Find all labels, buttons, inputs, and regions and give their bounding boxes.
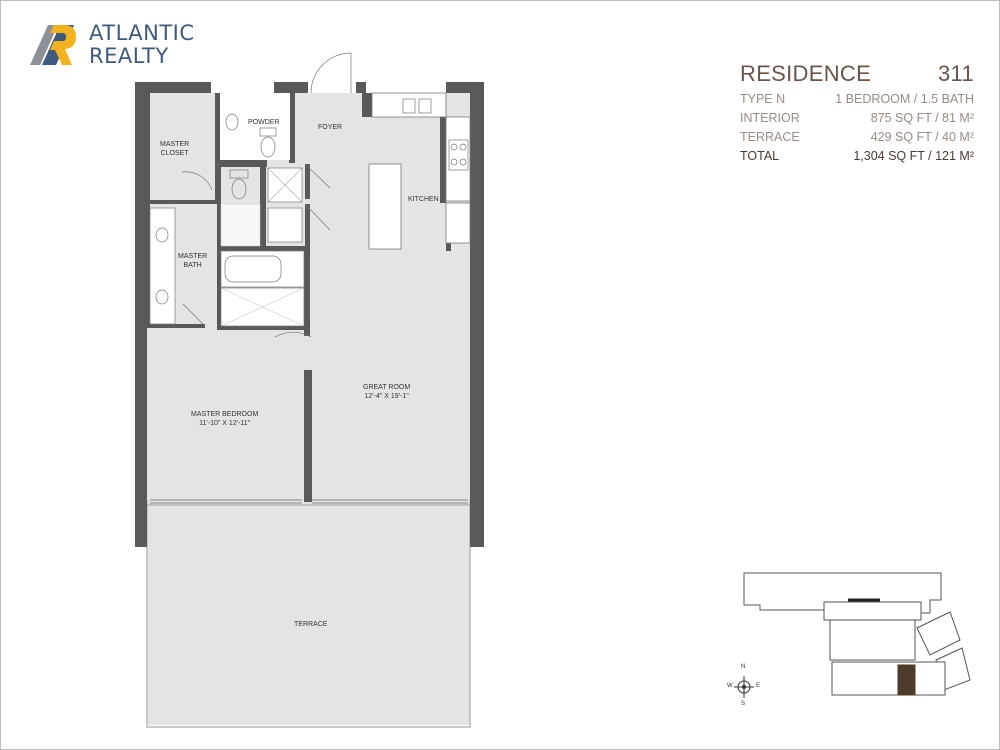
row-value: 875 SQ FT / 81 M² bbox=[870, 111, 974, 125]
door-swings bbox=[181, 52, 352, 338]
row-value: 429 SQ FT / 40 M² bbox=[870, 130, 974, 144]
great-room-dims: 12'-4" X 19'-1" bbox=[364, 393, 409, 400]
brand-line1: ATLANTIC bbox=[89, 21, 195, 45]
label-master-bedroom: MASTER BEDROOM 11'-10" X 12'-11" bbox=[191, 410, 258, 428]
sink-icon bbox=[155, 289, 169, 305]
brand-line2: REALTY bbox=[89, 44, 169, 68]
residence-title: RESIDENCE bbox=[740, 61, 872, 86]
label-terrace: TERRACE bbox=[294, 621, 328, 628]
master-bedroom-name: MASTER BEDROOM bbox=[191, 411, 259, 418]
sink-left bbox=[402, 98, 416, 114]
residence-heading: RESIDENCE 311 bbox=[740, 61, 974, 87]
label-master-closet: MASTER CLOSET bbox=[160, 141, 190, 157]
tile-floor bbox=[220, 203, 261, 247]
interior-walls bbox=[147, 93, 451, 502]
row-label: INTERIOR bbox=[740, 111, 800, 125]
sink-icon bbox=[225, 113, 239, 131]
exterior-walls bbox=[135, 82, 484, 547]
toilet-icon bbox=[231, 178, 247, 200]
compass-e: E bbox=[756, 683, 761, 689]
great-room-name: GREAT ROOM bbox=[363, 384, 411, 391]
key-plan bbox=[743, 572, 971, 696]
residence-number: 311 bbox=[938, 61, 974, 86]
sliding-doors bbox=[150, 499, 468, 504]
residence-row-total: TOTAL 1,304 SQ FT / 121 M² bbox=[740, 149, 974, 163]
compass-n: N bbox=[741, 664, 746, 670]
residence-row-interior: INTERIOR 875 SQ FT / 81 M² bbox=[740, 111, 974, 125]
residence-info: RESIDENCE 311 TYPE N 1 BEDROOM / 1.5 BAT… bbox=[740, 61, 974, 163]
atlantic-realty-logo bbox=[30, 25, 76, 65]
powder-room-floor bbox=[220, 93, 290, 160]
sink-icon bbox=[155, 227, 169, 243]
dryer bbox=[267, 207, 303, 243]
terrace-floor bbox=[147, 500, 470, 725]
sink-right bbox=[418, 98, 432, 114]
residence-row-type: TYPE N 1 BEDROOM / 1.5 BATH bbox=[740, 92, 974, 106]
row-value: 1,304 SQ FT / 121 M² bbox=[853, 149, 974, 163]
residence-row-terrace: TERRACE 429 SQ FT / 40 M² bbox=[740, 130, 974, 144]
compass-icon bbox=[734, 676, 754, 698]
label-kitchen: KITCHEN bbox=[408, 196, 439, 203]
row-value: 1 BEDROOM / 1.5 BATH bbox=[835, 92, 974, 106]
toilet-icon bbox=[260, 136, 276, 158]
label-foyer: FOYER bbox=[318, 124, 343, 131]
label-master-bath: MASTER BATH bbox=[178, 253, 208, 269]
master-bedroom-dims: 11'-10" X 12'-11" bbox=[199, 420, 251, 427]
label-powder: POWDER bbox=[248, 119, 280, 126]
row-label: TYPE N bbox=[740, 92, 786, 106]
brand-name: ATLANTIC REALTY bbox=[89, 22, 195, 68]
row-label: TOTAL bbox=[740, 149, 780, 163]
terrace-railing bbox=[146, 500, 471, 728]
vanity bbox=[149, 207, 176, 325]
kitchen-island bbox=[368, 163, 402, 250]
kitchen-counter-top bbox=[371, 92, 447, 118]
refrigerator bbox=[445, 202, 471, 244]
cooktop bbox=[448, 139, 469, 171]
label-great-room: GREAT ROOM 12'-4" X 19'-1" bbox=[363, 383, 410, 401]
bathtub bbox=[220, 250, 305, 288]
kitchen-counter-right bbox=[445, 116, 471, 202]
compass-s: S bbox=[741, 701, 746, 707]
compass-rose: N W E S bbox=[727, 664, 761, 708]
compass-w: W bbox=[727, 683, 733, 689]
row-label: TERRACE bbox=[740, 130, 800, 144]
